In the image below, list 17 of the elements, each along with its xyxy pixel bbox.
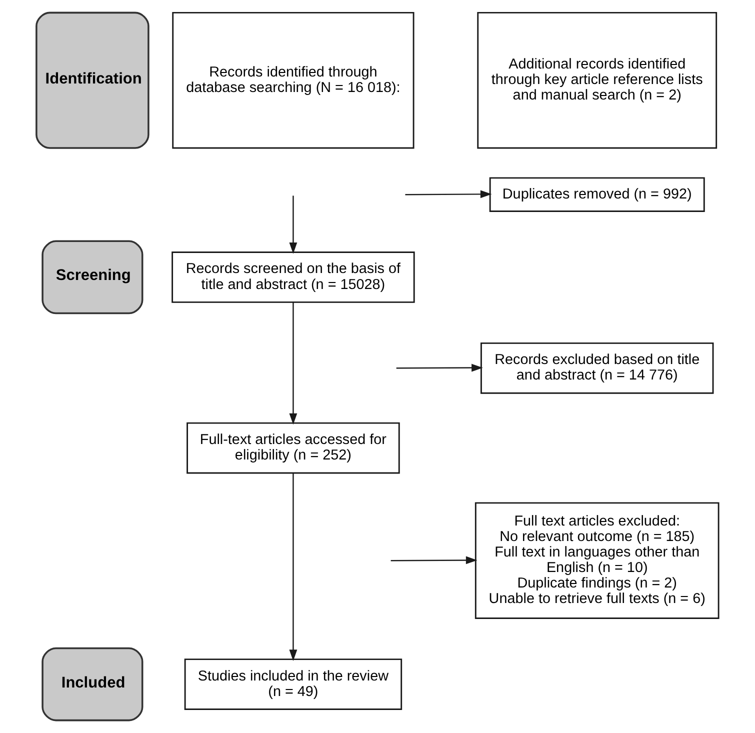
node-box: Full text articles excluded: No relevant outcome (n = 185) Full text in languages other than English (n = 10) Duplicate findings (n = 2) Unable to retrieve full texts (n = 6) xyxy=(474,502,720,619)
arrow xyxy=(289,473,298,661)
node-box: Screening xyxy=(42,240,144,314)
arrow xyxy=(390,556,478,564)
node-box: Additional records identified through key article reference lists and manual search (n = 2) xyxy=(477,12,718,149)
node-box: Included xyxy=(42,647,144,722)
node-box: Duplicates removed (n = 992) xyxy=(489,177,705,212)
node-box: Full-text articles accessed for eligibility (n = 252) xyxy=(186,422,400,474)
arrow xyxy=(396,364,483,372)
arrow xyxy=(289,302,298,425)
node-box: Records identified through database searching (N = 16 018): xyxy=(172,12,414,149)
node-box: Records screened on the basis of title and abstract (n = 15028) xyxy=(172,252,415,303)
node-box: Records excluded based on title and abstract (n = 14 776) xyxy=(480,342,714,394)
node-box: Studies included in the review (n = 49) xyxy=(184,658,402,710)
node-box: Identification xyxy=(36,12,150,149)
arrow xyxy=(289,196,298,254)
arrow xyxy=(405,190,492,198)
